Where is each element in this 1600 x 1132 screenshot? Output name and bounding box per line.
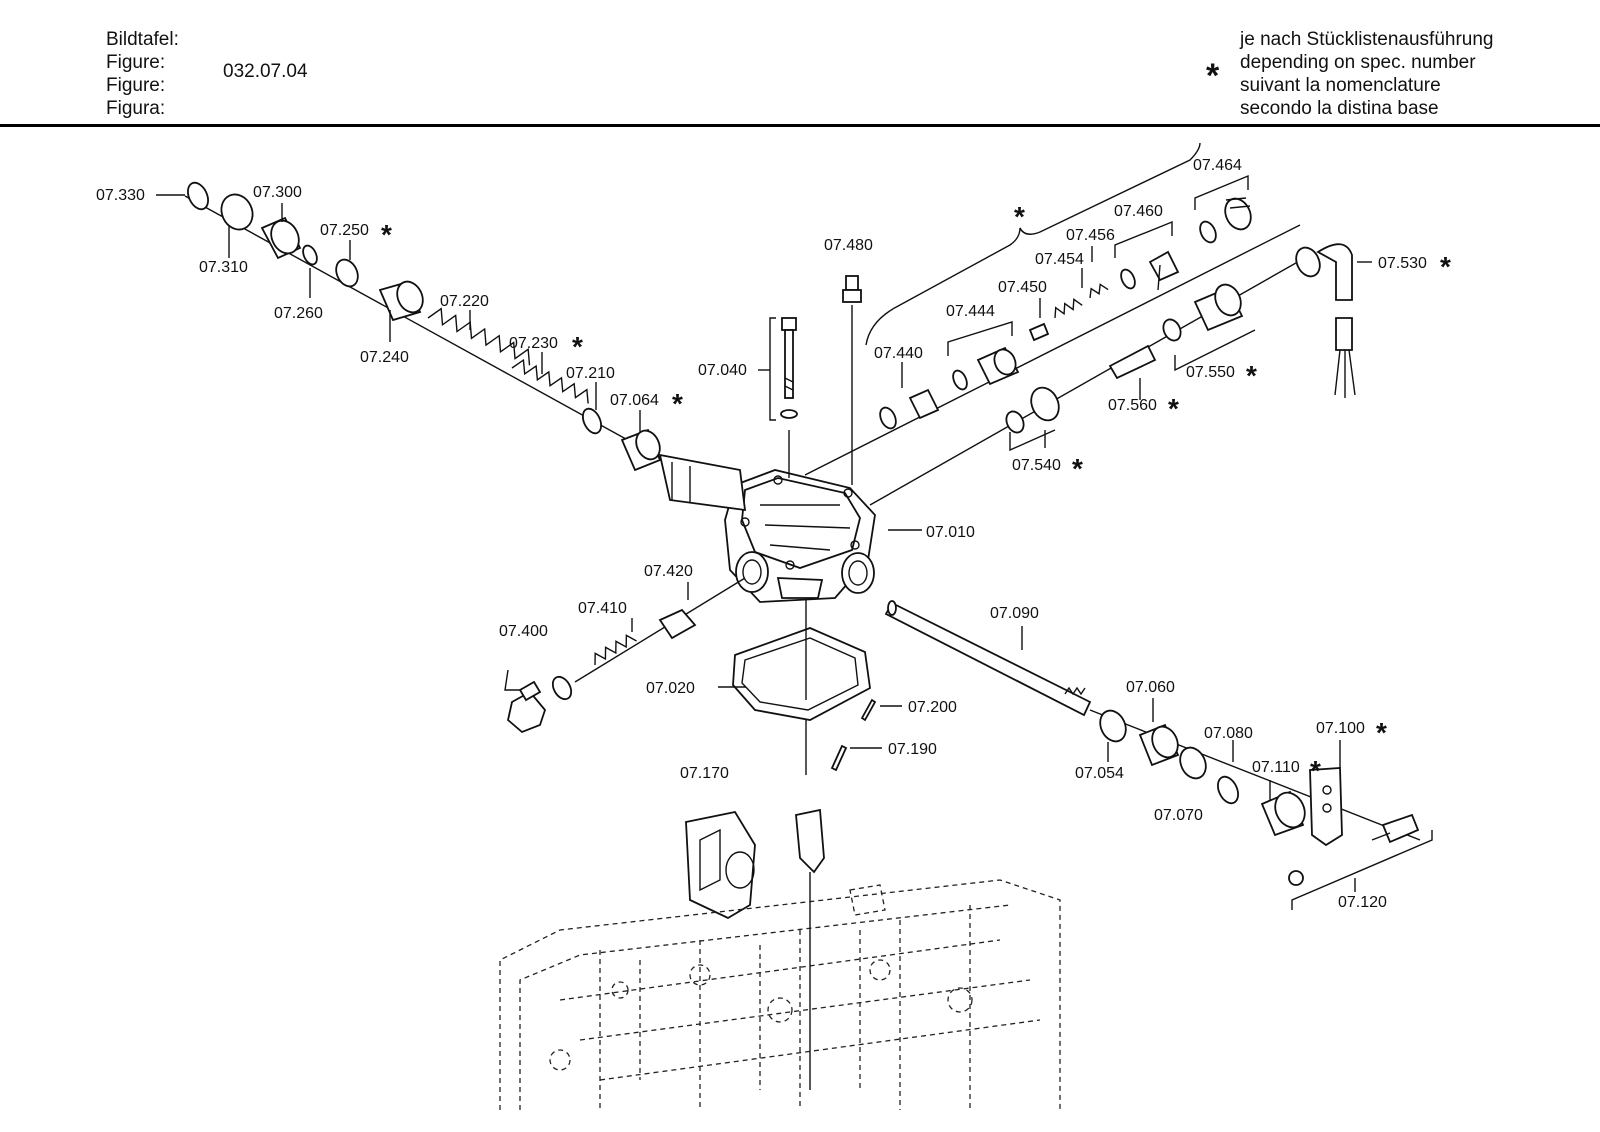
asterisk-icon: * (1072, 453, 1083, 484)
label-07560: 07.560 (1108, 397, 1157, 414)
label-07410: 07.410 (578, 600, 627, 617)
label-07530: 07.530 (1378, 255, 1427, 272)
assembly-axis-lower-left (574, 577, 746, 683)
bolt-07040 (769, 317, 798, 478)
label-07054: 07.054 (1075, 765, 1124, 782)
label-07480: 07.480 (824, 237, 873, 254)
part-labels: 07.330 07.300 07.310 07.250 07.260 07.24… (96, 157, 1427, 911)
asterisk-icon: * (672, 388, 683, 419)
asterisk-legend-icon: * (1206, 57, 1220, 95)
pins-07200-07190 (830, 698, 877, 772)
asterisk-icon: * (1168, 393, 1179, 424)
valve-housing (658, 453, 876, 603)
label-07300: 07.300 (253, 184, 302, 201)
label-07550: 07.550 (1186, 364, 1235, 381)
label-07170: 07.170 (680, 765, 729, 782)
label-07060: 07.060 (1126, 679, 1175, 696)
label-07210: 07.210 (566, 365, 615, 382)
label-07440: 07.440 (874, 345, 923, 362)
spec-notes: je nach Stücklistenausführung depending … (1240, 28, 1494, 120)
label-07120: 07.120 (1338, 894, 1387, 911)
label-07200: 07.200 (908, 699, 957, 716)
label-07080: 07.080 (1204, 725, 1253, 742)
label-07010: 07.010 (926, 524, 975, 541)
lower-left-parts (507, 608, 697, 734)
gearbox-housing (499, 808, 1061, 1110)
upper-left-parts (187, 181, 662, 472)
note-de: je nach Stücklistenausführung (1240, 29, 1494, 50)
asterisk-icon: * (1310, 755, 1321, 786)
label-07064: 07.064 (610, 392, 659, 409)
asterisk-icon: * (572, 331, 583, 362)
label-07260: 07.260 (274, 305, 323, 322)
gasket-07020 (732, 600, 871, 775)
plug-07480 (842, 275, 862, 485)
leader-lines (156, 174, 1372, 892)
label-07100: 07.100 (1316, 720, 1365, 737)
label-07464: 07.464 (1193, 157, 1242, 174)
label-figure-fr: Figure: (106, 75, 166, 96)
label-07110: 07.110 (1252, 759, 1300, 776)
upper-right-parts (879, 197, 1252, 430)
note-en: depending on spec. number (1240, 52, 1476, 73)
header-rule (0, 124, 1600, 127)
label-07444: 07.444 (946, 303, 995, 320)
label-07040: 07.040 (698, 362, 747, 379)
asterisk-markers: * * * * * * * * * * (381, 201, 1451, 786)
asterisk-icon: * (1376, 717, 1387, 748)
label-07454: 07.454 (1035, 251, 1084, 268)
assembly-axis-lower-right (1089, 709, 1421, 841)
label-07250: 07.250 (320, 222, 369, 239)
asterisk-icon: * (1440, 251, 1451, 282)
lower-right-parts (1099, 709, 1420, 886)
label-figure-en: Figure: (106, 52, 166, 73)
label-07220: 07.220 (440, 293, 489, 310)
label-07070: 07.070 (1154, 807, 1203, 824)
label-07450: 07.450 (998, 279, 1047, 296)
shaft-07090 (884, 600, 1092, 717)
label-07400: 07.400 (499, 623, 548, 640)
label-07230: 07.230 (509, 335, 558, 352)
label-bildtafel: Bildtafel: (106, 29, 179, 50)
asterisk-icon: * (1246, 360, 1257, 391)
assembly-axis-upper-left (184, 195, 656, 456)
figure-number: 032.07.04 (223, 61, 308, 82)
label-07420: 07.420 (644, 563, 693, 580)
asterisk-icon: * (1014, 201, 1025, 232)
assembly-axis-upper-right (804, 224, 1301, 476)
label-07540: 07.540 (1012, 457, 1061, 474)
label-07240: 07.240 (360, 349, 409, 366)
label-07456: 07.456 (1066, 227, 1115, 244)
label-07090: 07.090 (990, 605, 1039, 622)
label-07190: 07.190 (888, 741, 937, 758)
figure-labels: Bildtafel: Figure: Figure: Figura: (106, 28, 179, 120)
label-07020: 07.020 (646, 680, 695, 697)
asterisk-icon: * (381, 219, 392, 250)
label-07460: 07.460 (1114, 203, 1163, 220)
bracket-asterisk-group (865, 142, 1201, 346)
right-parts (1005, 243, 1356, 434)
note-fr: suivant la nomenclature (1240, 75, 1441, 96)
label-07310: 07.310 (199, 259, 248, 276)
label-figura: Figura: (106, 98, 166, 119)
note-it: secondo la distina base (1240, 98, 1439, 119)
label-07330: 07.330 (96, 187, 145, 204)
